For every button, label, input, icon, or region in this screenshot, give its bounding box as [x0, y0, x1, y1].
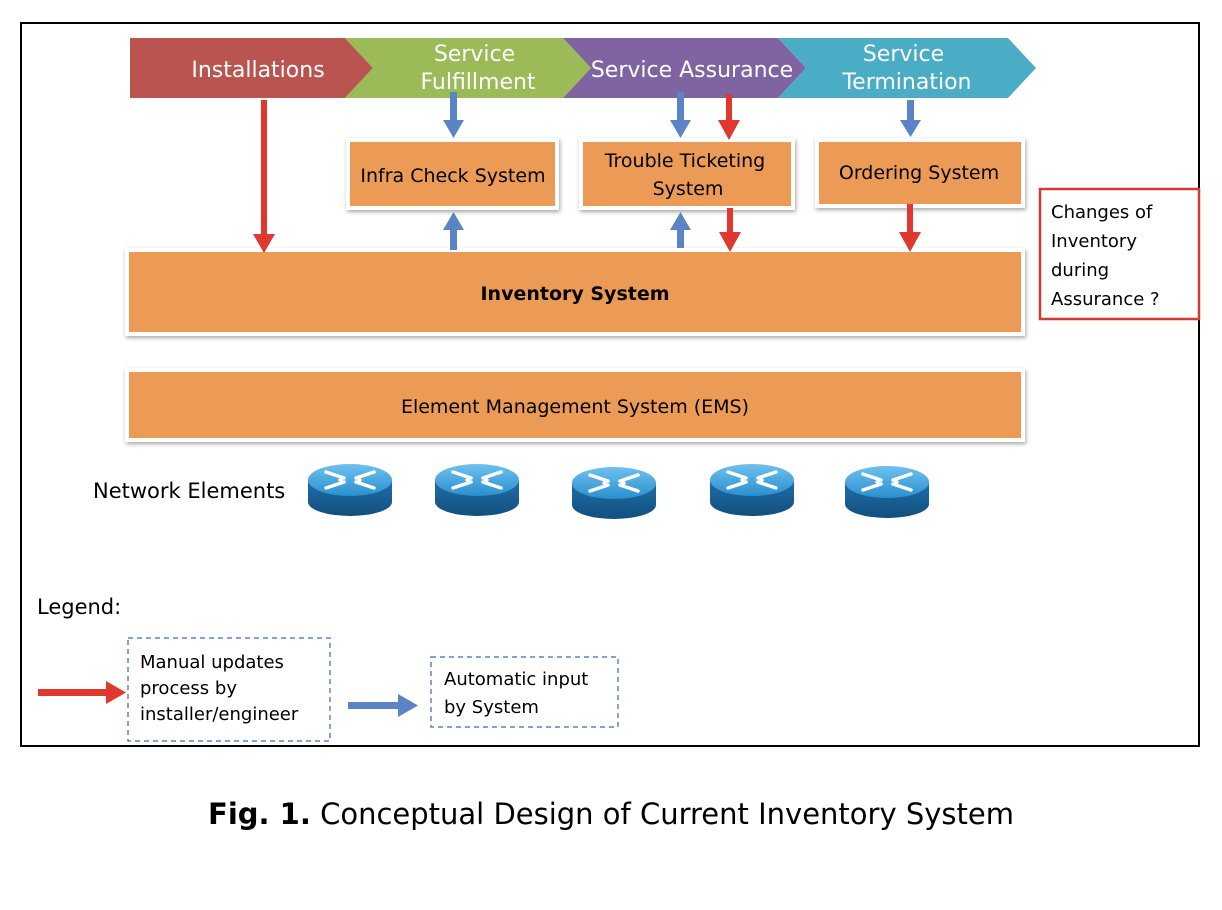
network-elements-label: Network Elements	[93, 479, 285, 503]
router-icon	[433, 462, 521, 518]
router-icon	[306, 462, 394, 518]
figure-caption: Fig. 1. Conceptual Design of Current Inv…	[0, 797, 1222, 831]
ems-label: Element Management System (EMS)	[401, 396, 749, 418]
legend-manual-line1: Manual updates	[140, 652, 284, 673]
phase-termination-label-line2: Termination	[841, 70, 971, 95]
legend-auto-line1: Automatic input	[444, 669, 588, 690]
phase-termination-chevron	[778, 38, 1036, 98]
phase-fulfillment-label: Service Fulfillment	[420, 42, 535, 95]
phase-fulfillment-chevron	[345, 38, 591, 98]
phase-fulfillment-label-line1: Service	[434, 42, 515, 67]
legend-manual-text: Manual updates process by installer/engi…	[140, 652, 299, 725]
legend-auto-box	[430, 656, 619, 728]
figure-caption-label: Fig. 1.	[208, 797, 311, 831]
ems-box	[125, 368, 1025, 442]
assurance-note-text: Changes of Inventory during Assurance ?	[1051, 202, 1160, 310]
legend-auto-arrow-shaft	[348, 702, 400, 709]
legend-auto-arrow-head	[398, 694, 418, 717]
assurance-note-line4: Assurance ?	[1051, 289, 1160, 310]
manual-arrows	[253, 94, 921, 253]
phase-fulfillment-label-line2: Fulfillment	[420, 70, 535, 95]
legend-manual-line3: installer/engineer	[140, 704, 299, 725]
trouble-ticketing-system-label: Trouble Ticketing System	[604, 150, 772, 200]
auto-arrows	[443, 92, 921, 250]
legend-manual-arrow-head	[106, 681, 126, 704]
phase-assurance-label: Service Assurance	[591, 58, 793, 83]
router-icon	[570, 465, 658, 521]
ordering-system-box	[815, 138, 1025, 208]
inventory-system-box	[125, 248, 1025, 336]
router-icon	[843, 464, 931, 520]
legend-manual-arrow-shaft	[38, 689, 110, 696]
trouble-ticketing-label-line1: Trouble Ticketing	[604, 150, 766, 172]
assurance-note-line3: during	[1051, 260, 1109, 281]
legend-auto-line2: by System	[444, 697, 539, 718]
trouble-ticketing-system-box	[579, 138, 795, 210]
phase-termination-label-line1: Service	[863, 42, 944, 67]
assurance-note-box	[1038, 187, 1201, 321]
figure-caption-text: Conceptual Design of Current Inventory S…	[310, 797, 1014, 831]
ordering-system-label: Ordering System	[839, 162, 999, 184]
phase-installations-chevron	[130, 38, 373, 98]
phase-termination-label: Service Termination	[841, 42, 971, 95]
legend-manual-line2: process by	[140, 678, 237, 699]
assurance-note-line1: Changes of	[1051, 202, 1153, 223]
router-icon	[708, 462, 796, 518]
infra-check-system-label: Infra Check System	[360, 165, 545, 187]
phase-installations-label: Installations	[191, 58, 324, 83]
legend-manual-box	[127, 637, 331, 742]
legend-title: Legend:	[37, 595, 121, 619]
assurance-note-line2: Inventory	[1051, 231, 1137, 252]
legend-auto-text: Automatic input by System	[444, 669, 594, 718]
inventory-system-label: Inventory System	[480, 283, 669, 305]
phase-assurance-chevron	[563, 38, 806, 98]
infra-check-system-box	[346, 138, 559, 210]
trouble-ticketing-label-line2: System	[653, 178, 724, 200]
